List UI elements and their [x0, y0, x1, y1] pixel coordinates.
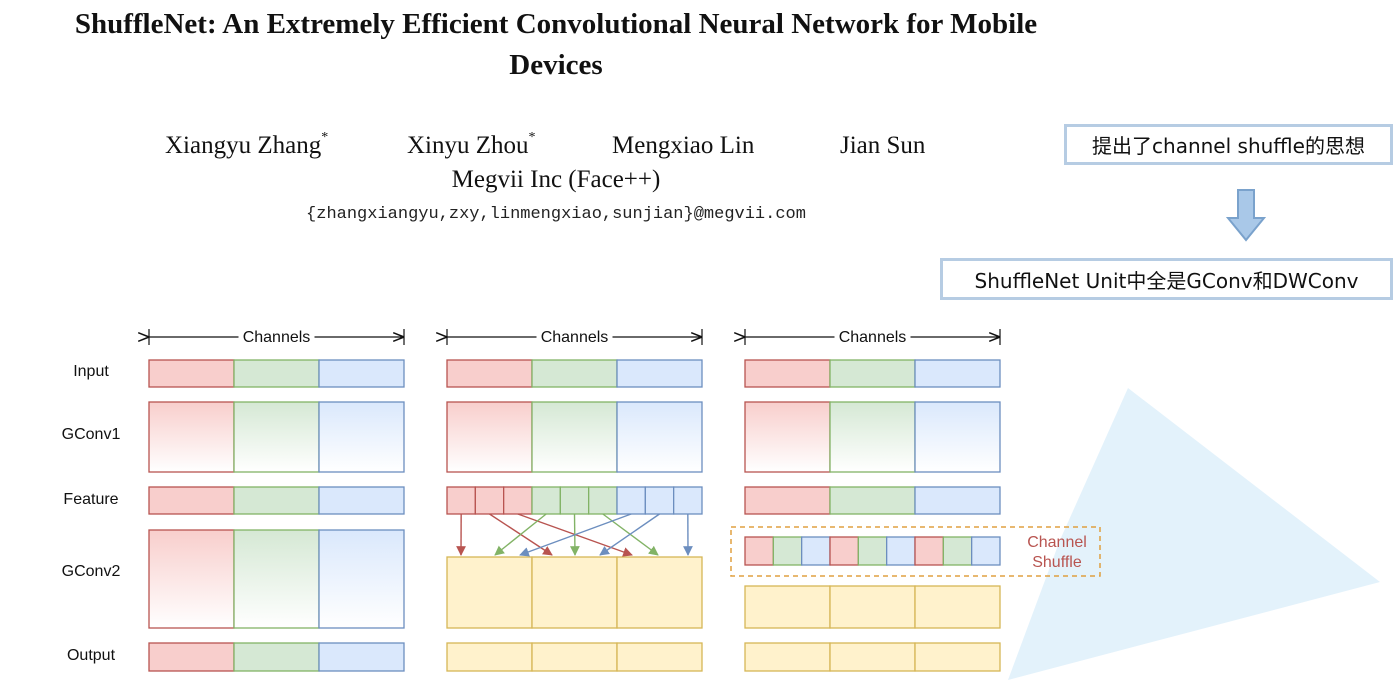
paper-title-line-1: ShuffleNet: An Extremely Efficient Convo…: [74, 8, 1038, 40]
author-2-mark: *: [528, 130, 536, 145]
col1-feature-block-1: [148, 486, 235, 515]
author-4-name: Jian Sun: [840, 132, 926, 159]
col1-gconv1-block-3: [318, 401, 405, 473]
col1-gconv1-block-1: [148, 401, 235, 473]
col1-output-block-1: [148, 642, 235, 672]
col3-shuffled-cell-2: [772, 536, 803, 566]
col3-shuffled-cell-9: [971, 536, 1001, 566]
col3-input-block-1: [744, 359, 831, 388]
channel-shuffle-box: [730, 526, 1101, 577]
col1-channels-label-bg: [238, 327, 315, 347]
col2-output-block-3: [616, 642, 703, 672]
col2-feature-cell-2: [474, 486, 505, 515]
col2-feature-cell-4: [531, 486, 561, 515]
col1-input-block-1: [148, 359, 235, 388]
author-2-name: Xinyu Zhou: [407, 132, 529, 159]
col1-output-block-3: [318, 642, 405, 672]
author-1: Xiangyu Zhang*: [165, 130, 329, 160]
row-label-feature: Feature: [63, 491, 119, 508]
col1-gconv1-block-2: [233, 401, 320, 473]
author-2: Xinyu Zhou*: [407, 130, 536, 160]
col1-gconv2-block-1: [148, 529, 235, 629]
author-1-mark: *: [321, 130, 329, 145]
affiliation: Megvii Inc (Face++): [451, 166, 661, 193]
col2-output-block-1: [446, 642, 533, 672]
author-emails: {zhangxiangyu,zxy,linmengxiao,sunjian}@m…: [306, 205, 806, 224]
col1-gconv2-block-2: [233, 529, 320, 629]
col2-feature-cell-1: [446, 486, 476, 515]
author-list: Xiangyu Zhang* Xinyu Zhou* Mengxiao Lin …: [0, 130, 1399, 172]
col3-gconv1-block-3: [914, 401, 1001, 473]
col2-feature-cell-5: [559, 486, 590, 515]
col1-feature-block-3: [318, 486, 405, 515]
row-label-output: Output: [66, 647, 116, 664]
annotation-note-channel-shuffle: 提出了channel shuffle的思想: [1064, 124, 1393, 165]
col1-input-block-2: [233, 359, 320, 388]
col3-output-block-3: [914, 642, 1001, 672]
col3-shuffled-cell-6: [886, 536, 916, 566]
col3-input-block-3: [914, 359, 1001, 388]
col2-feature-cell-9: [673, 486, 703, 515]
col3-gconv2-block-3: [914, 585, 1001, 629]
col3-gconv1-block-1: [744, 401, 831, 473]
col2-gconv2-block-2: [531, 556, 618, 629]
channel-shuffle-label-line-2: Shuffle: [1032, 554, 1082, 571]
col2-input-block-1: [446, 359, 533, 388]
col3-gconv1-block-2: [829, 401, 916, 473]
background-triangle: [1008, 388, 1380, 680]
author-3-name: Mengxiao Lin: [612, 132, 755, 159]
col3-feature-block-3: [914, 486, 1001, 515]
col1-feature-block-2: [233, 486, 320, 515]
author-3: Mengxiao Lin: [612, 132, 754, 160]
col3-feature-block-2: [829, 486, 916, 515]
col3-gconv2-block-1: [744, 585, 831, 629]
col1-input-block-3: [318, 359, 405, 388]
col3-output-block-1: [744, 642, 831, 672]
col2-input-block-3: [616, 359, 703, 388]
col3-input-block-2: [829, 359, 916, 388]
paper-title: ShuffleNet: An Extremely Efficient Convo…: [0, 4, 1112, 86]
col2-input-block-2: [531, 359, 618, 388]
col2-output-block-2: [531, 642, 618, 672]
col3-shuffled-cell-3: [801, 536, 831, 566]
col2-feature-cell-6: [588, 486, 618, 515]
col2-gconv1-block-2: [531, 401, 618, 473]
col2-channels-label-bg: [536, 327, 613, 347]
col3-channels-label: Channels: [839, 329, 907, 346]
col2-gconv2-block-1: [446, 556, 533, 629]
col3-shuffled-cell-1: [744, 536, 774, 566]
col3-shuffled-cell-7: [914, 536, 944, 566]
col2-feature-cell-7: [616, 486, 646, 515]
col2-gconv2-block-3: [616, 556, 703, 629]
col3-feature-block-1: [744, 486, 831, 515]
channel-shuffle-label-line-1: Channel: [1027, 534, 1087, 551]
col1-channels-label: Channels: [243, 329, 311, 346]
col2-gconv1-block-1: [446, 401, 533, 473]
paper-title-line-2: Devices: [509, 49, 603, 81]
down-arrow-icon: [1226, 189, 1266, 242]
col2-shuffle-arrow-7: [519, 513, 632, 557]
col2-channels-label: Channels: [541, 329, 609, 346]
row-label-gconv2: GConv2: [61, 563, 121, 580]
author-4: Jian Sun: [840, 132, 925, 160]
col1-output-block-2: [233, 642, 320, 672]
col2-feature-cell-3: [503, 486, 533, 515]
col2-shuffle-arrow-4: [494, 513, 547, 556]
row-label-input: Input: [73, 363, 109, 380]
col3-shuffled-cell-4: [829, 536, 859, 566]
col2-gconv1-block-3: [616, 401, 703, 473]
author-1-name: Xiangyu Zhang: [165, 132, 322, 159]
col3-output-block-2: [829, 642, 916, 672]
col1-gconv2-block-3: [318, 529, 405, 629]
col3-shuffled-cell-8: [942, 536, 973, 566]
col3-gconv2-block-2: [829, 585, 916, 629]
annotation-note-shufflenet-unit: ShuffleNet Unit中全是GConv和DWConv: [940, 258, 1393, 300]
row-label-gconv1: GConv1: [61, 426, 121, 443]
col3-channels-label-bg: [834, 327, 911, 347]
col2-shuffle-arrow-8: [599, 513, 660, 556]
col3-shuffled-cell-5: [857, 536, 888, 566]
col2-feature-cell-8: [644, 486, 675, 515]
